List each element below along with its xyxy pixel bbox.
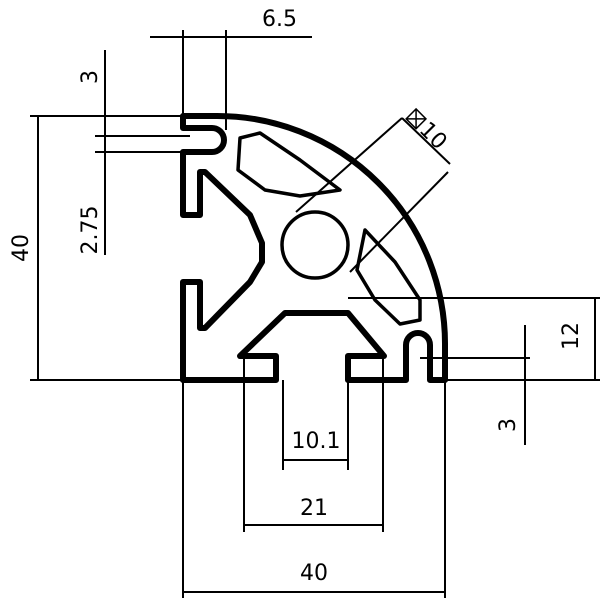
center-hole [280,210,350,280]
right-cavity [355,228,422,326]
dim-label-width: 40 [300,561,328,586]
dim-label-hole: 10 [405,107,451,155]
dim-label-height: 40 [9,234,34,262]
profile-outer-contour [180,112,449,383]
square-symbol-icon [405,107,428,130]
dim-label-hole-value: 10 [414,117,451,154]
dim-label-top: 6.5 [262,7,297,32]
dim-label-lip: 3 [78,70,103,84]
dim-label-lip-bottom: 3 [496,418,521,432]
aluminium-profile [180,112,449,383]
dim-label-slot-opening: 10.1 [292,429,341,454]
dim-label-offset: 2.75 [78,206,103,255]
dimension-lines [30,30,600,598]
dim-label-slot-inner: 21 [300,496,328,521]
dim-label-slot-depth: 12 [559,322,584,350]
upper-cavity [236,131,342,198]
